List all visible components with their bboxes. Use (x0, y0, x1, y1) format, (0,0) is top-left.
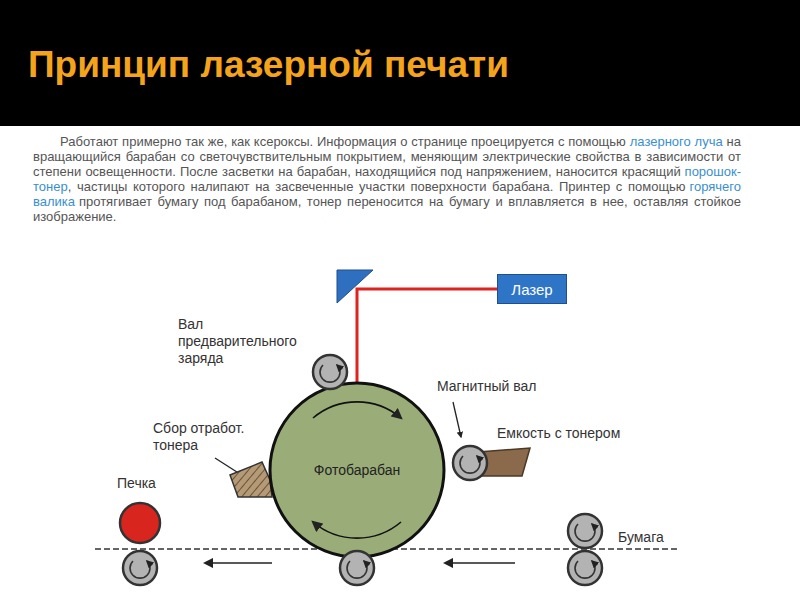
rotation-arrow (313, 402, 401, 418)
part-label: Печка (117, 475, 156, 492)
part-label: Сбор отработ. тонера (153, 420, 265, 454)
part-label: Вал предварительного заряда (178, 316, 318, 367)
drum-circle (270, 383, 444, 557)
body-text: Работают примерно так же, как ксероксы. … (60, 134, 626, 149)
part-label: Магнитный вал (437, 378, 536, 395)
magnetic-roller (453, 446, 487, 480)
intro-paragraph: Работают примерно так же, как ксероксы. … (33, 134, 741, 224)
highlight-term: лазерного луча (630, 134, 723, 149)
paper-roller (568, 551, 602, 585)
charge-roller (313, 355, 347, 389)
photo-drum: Фотобарабан (269, 382, 445, 558)
leader-line (453, 402, 461, 437)
paper-roller (568, 514, 602, 548)
body-text: протягивает бумагу под барабаном, тонер … (33, 194, 741, 224)
direction-arrow (445, 562, 515, 564)
rotation-arrow (313, 522, 401, 538)
body-text: , частицы которого налипают на засвеченн… (68, 179, 686, 194)
laser-box: Лазер (497, 274, 567, 304)
direction-arrow (205, 562, 272, 564)
mirror (337, 270, 373, 303)
laser-beam (357, 289, 497, 382)
node-text: Фотобарабан (314, 462, 400, 478)
part-label: Емкость с тонером (497, 425, 620, 442)
leader-line (215, 458, 240, 474)
transfer-roller (340, 551, 374, 585)
paper-roller (123, 551, 157, 585)
waste-toner-bin (230, 462, 272, 497)
part-label: Бумага (618, 529, 664, 546)
node-text: Лазер (511, 281, 552, 298)
fuser-roller (120, 503, 160, 543)
page-title: Принцип лазерной печати (28, 44, 509, 86)
